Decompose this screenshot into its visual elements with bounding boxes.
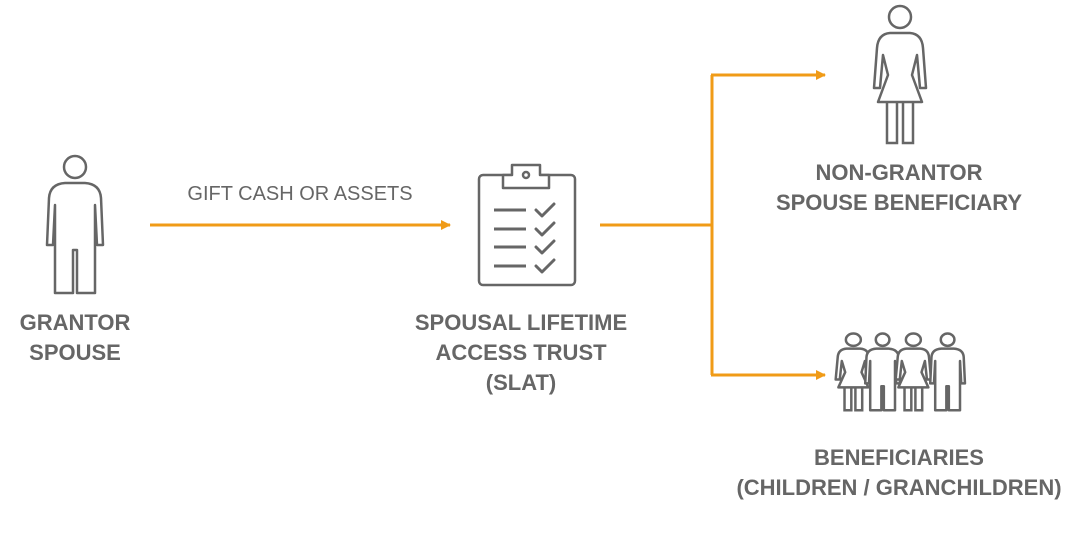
label-line: SPOUSE — [29, 340, 121, 365]
slat-label: SPOUSAL LIFETIME ACCESS TRUST (SLAT) — [415, 308, 627, 398]
gift-label: GIFT CASH OR ASSETS — [187, 183, 413, 205]
label-line: ACCESS TRUST — [435, 340, 607, 365]
children-label: BENEFICIARIES (CHILDREN / GRANCHILDREN) — [736, 443, 1061, 503]
grantor-label: GRANTOR SPOUSE — [20, 308, 131, 368]
girl-icon — [894, 332, 932, 412]
label-line: SPOUSE BENEFICIARY — [775, 190, 1023, 215]
spouse-label: NON-GRANTOR SPOUSE BENEFICIARY — [776, 158, 1022, 218]
label-line: NON-GRANTOR — [815, 160, 983, 185]
label-line: SPOUSAL LIFETIME — [414, 310, 628, 335]
boy-icon — [929, 332, 966, 412]
woman-icon — [872, 4, 928, 145]
boy-icon — [864, 332, 901, 412]
distribution-connector — [600, 75, 714, 375]
label-line: BENEFICIARIES — [814, 445, 984, 470]
man-icon — [45, 154, 105, 295]
clipboard-checklist-icon — [477, 163, 577, 287]
children-group-icon — [834, 332, 966, 412]
label-line: (SLAT) — [485, 370, 557, 395]
label-line: GRANTOR — [19, 310, 131, 335]
label-line: (CHILDREN / GRANCHILDREN) — [736, 475, 1062, 500]
